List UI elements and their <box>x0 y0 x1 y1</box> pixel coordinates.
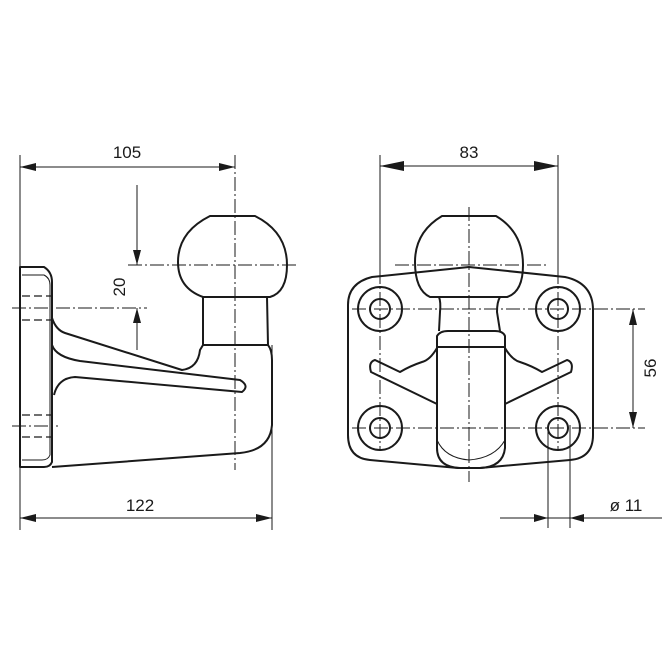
mounting-plate <box>19 266 53 468</box>
bolt-holes <box>357 286 581 451</box>
dim-56-label: 56 <box>641 359 660 378</box>
dim-83-label: 83 <box>460 143 479 162</box>
shank <box>436 330 506 469</box>
dim-105-label: 105 <box>113 143 141 162</box>
side-view: 105 20 <box>12 143 297 530</box>
drawbar-body <box>51 317 273 468</box>
drawbar-rib <box>51 344 247 396</box>
front-view: 83 <box>347 143 645 482</box>
ball <box>177 215 288 298</box>
right-wing <box>504 347 573 405</box>
left-wing <box>369 347 438 405</box>
dim-122-label: 122 <box>126 496 154 515</box>
dim-20-label: 20 <box>110 278 129 297</box>
dim-diameter-label: ø 11 <box>610 496 643 515</box>
